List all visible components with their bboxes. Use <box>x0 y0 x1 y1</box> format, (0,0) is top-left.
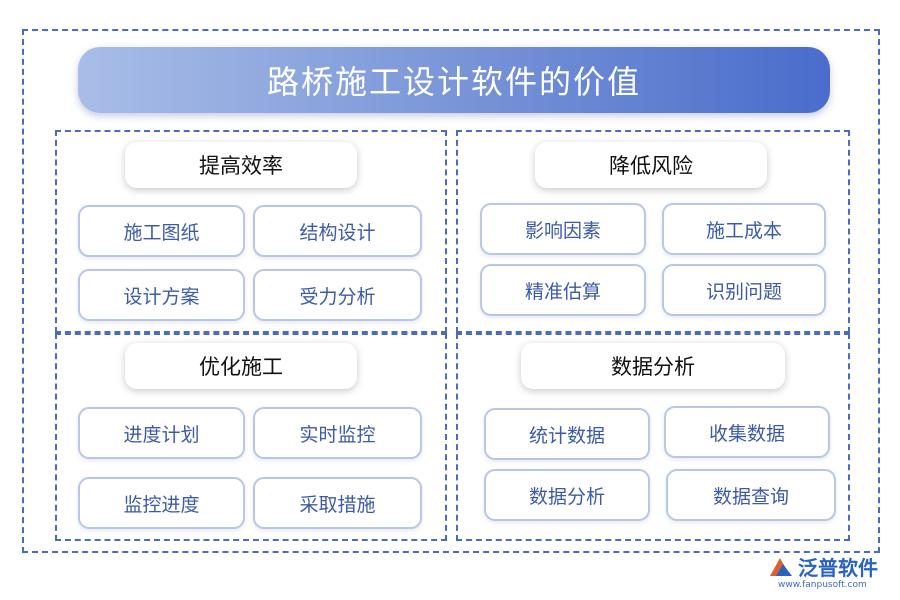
item-identify-problems[interactable]: 识别问题 <box>662 264 826 316</box>
item-construction-cost[interactable]: 施工成本 <box>662 203 826 255</box>
section-data-analysis <box>456 333 850 541</box>
item-label: 收集数据 <box>708 422 785 445</box>
item-label: 施工成本 <box>705 219 782 242</box>
item-label: 受力分析 <box>299 285 376 308</box>
section-header-label: 提高效率 <box>199 154 283 178</box>
item-data-analysis[interactable]: 数据分析 <box>484 469 650 521</box>
item-label: 统计数据 <box>528 424 605 447</box>
section-optimize-construction <box>55 333 447 541</box>
section-risk-reduction <box>456 130 850 333</box>
item-data-query[interactable]: 数据查询 <box>666 469 836 521</box>
item-label: 影响因素 <box>524 219 601 242</box>
item-label: 识别问题 <box>705 280 782 303</box>
outer-frame <box>22 29 880 553</box>
section-header-risk: 降低风险 <box>535 142 767 188</box>
section-header-label: 数据分析 <box>611 355 695 379</box>
item-label: 数据分析 <box>528 485 605 508</box>
item-influencing-factors[interactable]: 影响因素 <box>480 203 646 255</box>
brand-url: www.fanpusoft.com <box>778 580 867 590</box>
item-design-plan[interactable]: 设计方案 <box>78 269 245 321</box>
brand-name: 泛普软件 <box>798 556 878 580</box>
brand-logo-icon <box>770 557 792 576</box>
section-efficiency <box>55 130 447 333</box>
item-schedule-plan[interactable]: 进度计划 <box>78 407 245 459</box>
item-label: 采取措施 <box>299 493 376 516</box>
item-label: 设计方案 <box>123 285 200 308</box>
item-force-analysis[interactable]: 受力分析 <box>253 269 422 321</box>
section-header-label: 降低风险 <box>609 154 693 178</box>
page-title: 路桥施工设计软件的价值 <box>78 47 830 113</box>
item-structural-design[interactable]: 结构设计 <box>253 205 422 257</box>
item-label: 进度计划 <box>123 423 200 446</box>
item-label: 结构设计 <box>299 221 376 244</box>
item-label: 数据查询 <box>712 485 789 508</box>
item-statistical-data[interactable]: 统计数据 <box>484 408 650 460</box>
item-collect-data[interactable]: 收集数据 <box>664 406 830 458</box>
item-label: 监控进度 <box>123 493 200 516</box>
page-title-text: 路桥施工设计软件的价值 <box>266 63 641 101</box>
item-label: 精准估算 <box>524 280 601 303</box>
section-header-data-analysis: 数据分析 <box>521 343 785 389</box>
brand-logo: 泛普软件 <box>768 552 878 581</box>
item-label: 实时监控 <box>299 423 376 446</box>
item-take-measures[interactable]: 采取措施 <box>253 477 422 529</box>
item-monitor-progress[interactable]: 监控进度 <box>78 477 245 529</box>
section-header-efficiency: 提高效率 <box>125 142 357 188</box>
item-label: 施工图纸 <box>123 221 200 244</box>
item-real-time-monitoring[interactable]: 实时监控 <box>253 407 422 459</box>
item-precise-estimate[interactable]: 精准估算 <box>480 264 646 316</box>
item-construction-drawings[interactable]: 施工图纸 <box>78 205 245 257</box>
section-header-optimize: 优化施工 <box>125 343 357 389</box>
section-header-label: 优化施工 <box>199 355 283 379</box>
